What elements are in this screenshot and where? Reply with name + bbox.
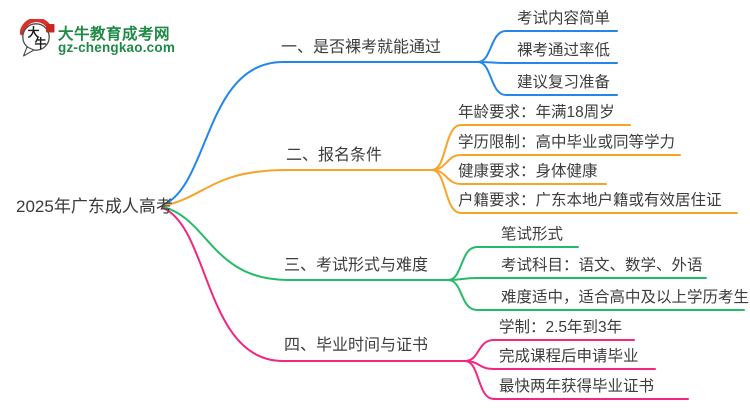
branch-2-line <box>162 169 433 207</box>
branch-1-label: 一、是否裸考就能通过 <box>281 39 442 56</box>
logo-seal-icon <box>46 24 55 33</box>
site-logo: 大 牛 大牛教育成考网 gz-chengkao.com <box>18 16 238 62</box>
leaf-4-3-label: 最快两年获得毕业证书 <box>499 378 655 395</box>
leaf-2-3-label: 健康要求：身体健康 <box>458 163 598 180</box>
leaf-1-1-label: 考试内容简单 <box>517 10 611 27</box>
leaf-2-1-label: 年龄要求：年满18周岁 <box>458 104 615 121</box>
branch-2-label: 二、报名条件 <box>286 147 383 164</box>
branch-1-leaf-1-line <box>477 30 618 63</box>
branch-3-line <box>162 206 449 281</box>
branch-4-label: 四、毕业时间与证书 <box>284 337 429 354</box>
leaf-3-1-label: 笔试形式 <box>501 226 564 243</box>
logo-speech-bubble-icon: 大 牛 <box>20 19 55 57</box>
branch-1-line <box>162 61 479 206</box>
logo-site-domain: gz-chengkao.com <box>58 40 176 55</box>
branch-4-leaf-3-line <box>464 360 689 400</box>
leaf-2-2-label: 学历限制：高中毕业或同等学力 <box>458 134 676 151</box>
leaf-1-2-label: 裸考通过率低 <box>517 42 611 59</box>
branch-2-leaf-4-line <box>431 169 738 214</box>
leaf-3-2-label: 考试科目：语文、数学、外语 <box>501 257 703 274</box>
branch-2-leaf-1-line <box>431 124 631 171</box>
leaf-4-1-label: 学制：2.5年到3年 <box>499 319 623 336</box>
root-node-label: 2025年广东成人高考 <box>16 197 173 216</box>
leaf-2-4-label: 户籍要求：广东本地户籍或有效居住证 <box>458 192 722 209</box>
branch-3-leaf-3-line <box>447 279 745 311</box>
logo-bubble-char-2: 牛 <box>35 36 47 51</box>
logo-site-name: 大牛教育成考网 <box>58 26 171 43</box>
branch-4-leaf-1-line <box>464 339 635 362</box>
branch-1-leaf-3-line <box>477 61 618 96</box>
branch-1-leaf-2-line <box>477 61 618 64</box>
leaf-3-3-label: 难度适中，适合高中及以上学历考生 <box>501 289 750 306</box>
branch-3-label: 三、考试形式与难度 <box>284 257 429 274</box>
branch-3-leaf-1-line <box>447 246 579 281</box>
logo-bubble-char-1: 大 <box>28 25 40 40</box>
branch-4-line <box>162 207 466 362</box>
branch-3-leaf-2-line <box>447 277 707 281</box>
leaf-4-2-label: 完成课程后申请毕业 <box>499 348 639 365</box>
leaf-1-3-label: 建议复习准备 <box>517 74 611 91</box>
